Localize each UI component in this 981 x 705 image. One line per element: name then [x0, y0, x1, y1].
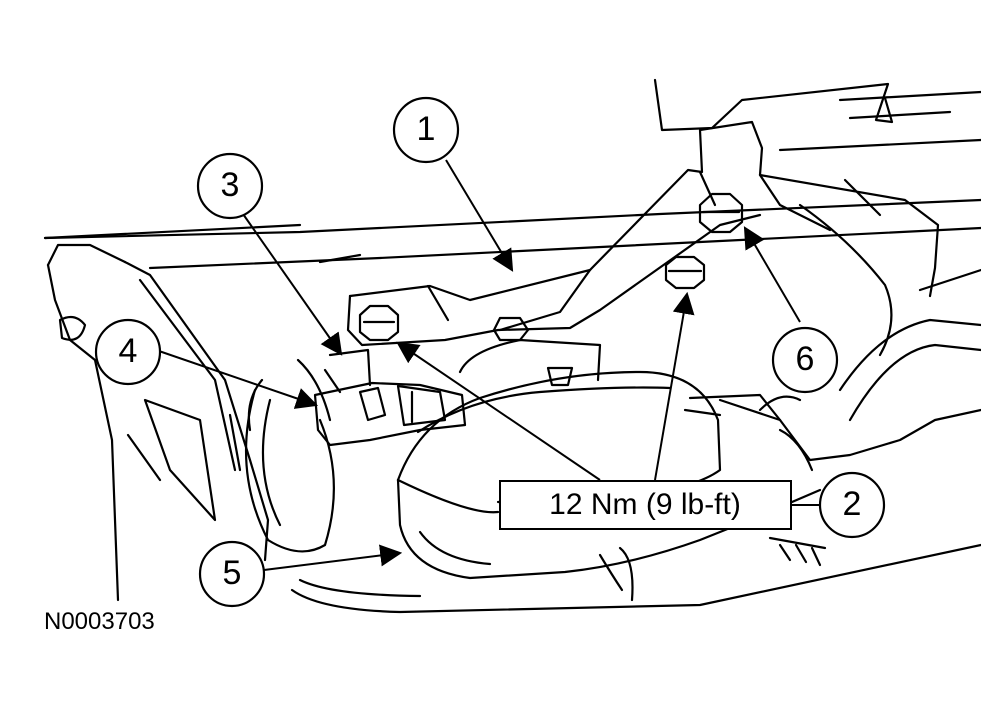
callout-2-label: 2	[843, 485, 862, 523]
leader-torque-left	[396, 341, 601, 481]
leader-5	[263, 544, 403, 571]
callout-6-label: 6	[796, 340, 815, 378]
callout-3-label: 3	[221, 166, 240, 204]
leader-1	[445, 159, 514, 272]
leader-lines	[155, 159, 820, 571]
torque-spec-label: 12 Nm (9 lb-ft)	[549, 488, 741, 521]
callout-6: 6	[771, 326, 839, 394]
callout-1: 1	[392, 96, 460, 164]
callout-2: 2	[818, 471, 886, 539]
leader-4	[155, 349, 319, 409]
horn-body	[396, 338, 822, 602]
bolt-middle	[664, 255, 706, 290]
torque-spec-box: 12 Nm (9 lb-ft)	[499, 480, 792, 530]
callout-3: 3	[196, 152, 264, 220]
bolt-horn-stud	[492, 316, 530, 342]
callout-4: 4	[94, 318, 162, 386]
bolt-left	[358, 304, 400, 342]
leader-6	[743, 226, 801, 323]
callout-5-label: 5	[223, 554, 242, 592]
figure-id: N0003703	[44, 608, 155, 635]
callout-5: 5	[198, 540, 266, 608]
bolt-upper-right	[698, 192, 744, 234]
callout-4-label: 4	[119, 332, 138, 370]
leader-torque-right	[654, 291, 695, 481]
leader-3	[242, 213, 343, 356]
horn-connector	[313, 348, 467, 447]
callout-1-label: 1	[417, 110, 436, 148]
